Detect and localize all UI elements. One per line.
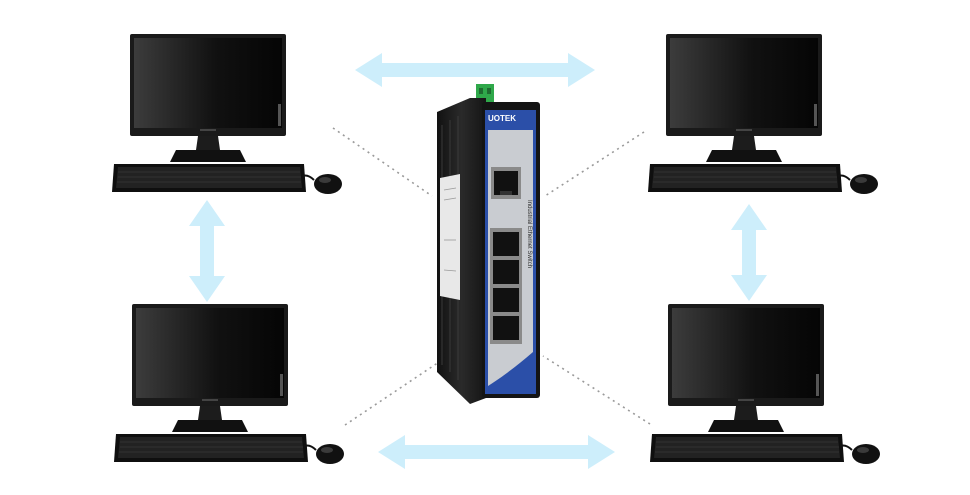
ethernet-switch: UOTEK Industrial Ethernet Switch — [437, 84, 540, 404]
computer-top-left — [111, 33, 343, 195]
link-top-right — [544, 131, 645, 197]
arrow-left-vertical — [189, 200, 225, 302]
link-top-left — [332, 127, 433, 197]
computer-top-right — [647, 33, 879, 195]
uplink-port — [491, 167, 521, 199]
computer-bottom-left — [113, 303, 345, 465]
arrows — [189, 53, 767, 469]
arrow-top-horizontal — [355, 53, 595, 87]
device-label: Industrial Ethernet Switch — [526, 200, 532, 268]
computer-bottom-right — [649, 303, 881, 465]
arrow-right-vertical — [731, 204, 767, 301]
link-bottom-left — [344, 355, 449, 426]
arrow-bottom-horizontal — [378, 435, 615, 469]
link-bottom-right — [542, 355, 651, 425]
lan-ports — [490, 228, 522, 344]
brand-logo: UOTEK — [488, 114, 516, 123]
dotted-link-lines — [332, 127, 651, 426]
